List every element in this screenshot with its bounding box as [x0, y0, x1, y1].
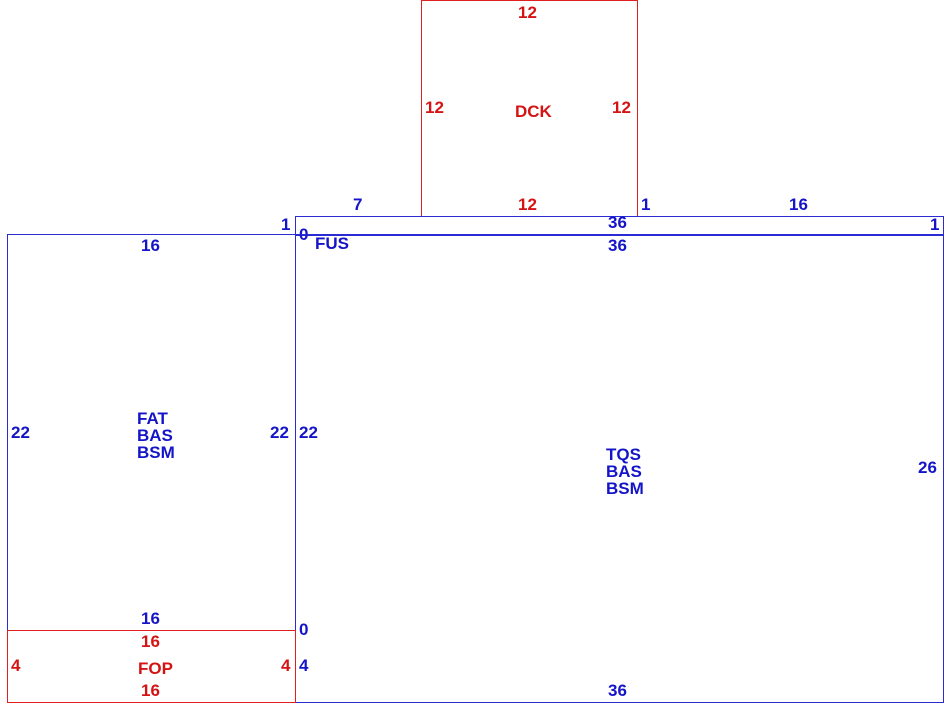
fus-top-center-dimension: 36: [608, 213, 627, 232]
fat-name-bas: BAS: [137, 426, 173, 445]
dck-right-dimension: 12: [612, 98, 631, 117]
dck-bottom-dimension: 12: [518, 195, 537, 214]
fat-name-bsm: BSM: [137, 443, 175, 462]
fus-top-left-dimension: 7: [353, 195, 363, 214]
dck-top-dimension: 12: [518, 3, 537, 22]
tqs-name: TQS: [606, 445, 641, 464]
fus-top-right-dimension-a: 1: [641, 195, 651, 214]
room-fus[interactable]: [295, 216, 944, 236]
fat-names: FAT BAS BSM: [137, 410, 175, 461]
tqs-names: TQS BAS BSM: [606, 446, 644, 497]
tqs-left-dimension: 22: [299, 423, 318, 442]
fop-bottom-dimension: 16: [141, 681, 160, 700]
fat-bottom-dimension: 16: [141, 609, 160, 628]
room-fop[interactable]: [7, 630, 296, 703]
tqs-left-lower-zero: 0: [299, 620, 309, 639]
fat-name: FAT: [137, 409, 168, 428]
fop-right-dimension: 4: [281, 656, 291, 675]
tqs-left-lower-dimension: 4: [299, 656, 309, 675]
tqs-name-bsm: BSM: [606, 479, 644, 498]
fus-name: FUS: [315, 234, 349, 253]
tqs-right-dimension: 26: [918, 458, 937, 477]
fat-corner-dimension: 1: [281, 215, 291, 234]
fat-left-dimension: 22: [11, 423, 30, 442]
fat-right-dimension: 22: [270, 423, 289, 442]
room-tqs[interactable]: [295, 234, 944, 703]
dck-left-dimension: 12: [425, 98, 444, 117]
fop-top-dimension: 16: [141, 632, 160, 651]
tqs-top-dimension: 36: [608, 236, 627, 255]
tqs-bottom-dimension: 36: [608, 681, 627, 700]
fus-top-right-dimension-b: 16: [789, 195, 808, 214]
fop-name: FOP: [138, 659, 173, 678]
fop-left-dimension: 4: [11, 656, 21, 675]
fus-right-dimension: 1: [930, 215, 940, 234]
dck-name: DCK: [515, 102, 552, 121]
fat-top-dimension: 16: [141, 236, 160, 255]
tqs-name-bas: BAS: [606, 462, 642, 481]
